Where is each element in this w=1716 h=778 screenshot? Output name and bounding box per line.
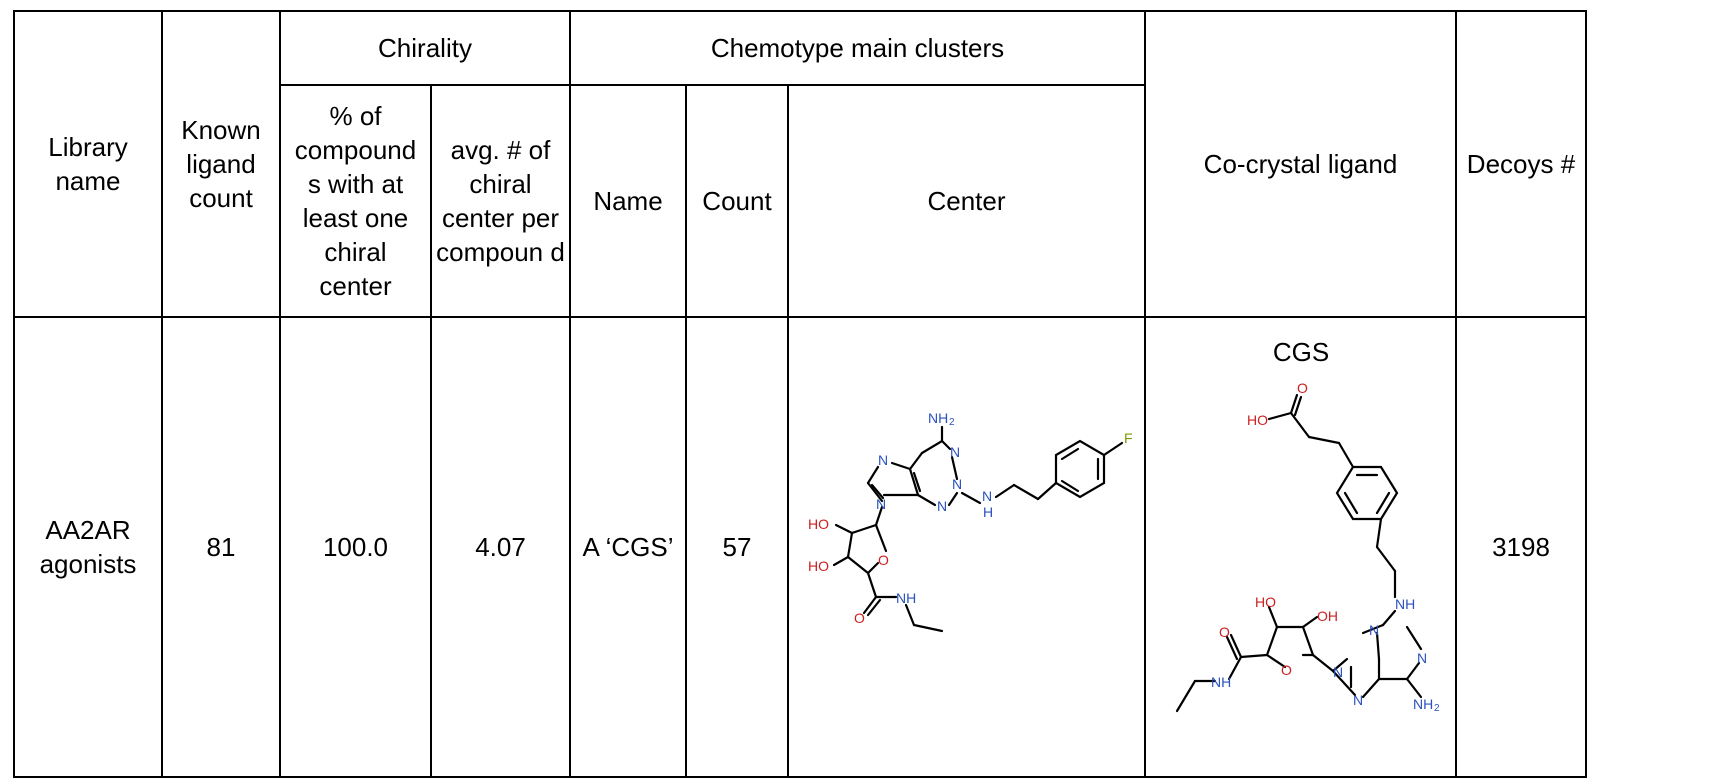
n-label: N <box>876 496 886 512</box>
n-label: N <box>878 452 888 468</box>
center-bonds <box>832 425 1123 633</box>
cell-cluster-center: NH 2 N N N N N N H F HO HO O O N <box>787 316 1146 778</box>
n-label: N <box>1417 650 1427 666</box>
n-label: N <box>982 488 992 504</box>
nh2-subscript: 2 <box>1434 703 1440 714</box>
o-label: O <box>1219 624 1230 640</box>
o-label: O <box>1297 380 1308 396</box>
n-label: N <box>952 476 962 492</box>
header-cluster-count: Count <box>685 84 789 318</box>
cell-avg-chiral: 4.07 <box>430 316 571 778</box>
header-known-ligand-count: Known ligand count <box>161 10 281 318</box>
nh-label: NH <box>1211 674 1231 690</box>
o-label: O <box>878 552 889 568</box>
header-cocrystal: Co-crystal ligand <box>1144 10 1457 318</box>
cell-cluster-count: 57 <box>685 316 789 778</box>
header-pct-chiral: % of compound s with at least one chiral… <box>279 84 432 318</box>
n-label: N <box>1333 664 1343 680</box>
cell-cluster-name: A ‘CGS’ <box>569 316 687 778</box>
header-avg-chiral: avg. # of chiral center per compoun d <box>430 84 571 318</box>
header-cluster-name: Name <box>569 84 687 318</box>
header-cluster-center: Center <box>787 84 1146 318</box>
o-label: O <box>1281 662 1292 678</box>
nh2-subscript: 2 <box>949 417 955 428</box>
cell-decoys: 3198 <box>1455 316 1587 778</box>
center-structure-image: NH 2 N N N N N N H F HO HO O O N <box>808 410 1133 633</box>
o-label: O <box>854 610 865 626</box>
oh-label: OH <box>1317 608 1338 624</box>
ho-label: HO <box>1247 412 1268 428</box>
ho-label: HO <box>808 558 829 574</box>
nh-label: NH <box>1395 596 1415 612</box>
center-atom-labels: NH 2 N N N N N N H F HO HO O O N <box>808 410 1133 626</box>
cocrystal-bonds <box>1175 393 1422 713</box>
n-label: N <box>1353 692 1363 708</box>
header-chemotype: Chemotype main clusters <box>569 10 1146 86</box>
f-label: F <box>1124 430 1133 446</box>
header-decoys: Decoys # <box>1455 10 1587 318</box>
n-label: N <box>937 498 947 514</box>
cell-cocrystal: CGS <box>1144 316 1457 778</box>
cell-library-name: AA2AR agonists <box>13 316 163 778</box>
nh2-label: NH <box>1413 696 1433 712</box>
h-label: H <box>983 504 993 520</box>
cocrystal-caption: CGS <box>1272 337 1328 367</box>
ligand-library-table: Library name Known ligand count Chiralit… <box>13 10 1587 778</box>
header-library-name: Library name <box>13 10 163 318</box>
header-chirality: Chirality <box>279 10 571 86</box>
n-label: N <box>1369 622 1379 638</box>
nh-label: NH <box>896 590 916 606</box>
table-row: AA2AR agonists 81 100.0 4.07 A ‘CGS’ 57 <box>13 316 1587 778</box>
cocrystal-atom-labels: HO O HO OH O O NH NH N N N N NH 2 <box>1211 380 1440 714</box>
nh2-label: NH <box>928 410 948 426</box>
cocrystal-structure-image: CGS <box>1175 337 1440 714</box>
cell-pct-chiral: 100.0 <box>279 316 432 778</box>
cell-known-ligand-count: 81 <box>161 316 281 778</box>
n-label: N <box>950 444 960 460</box>
ho-label: HO <box>808 516 829 532</box>
ho-label: HO <box>1255 594 1276 610</box>
